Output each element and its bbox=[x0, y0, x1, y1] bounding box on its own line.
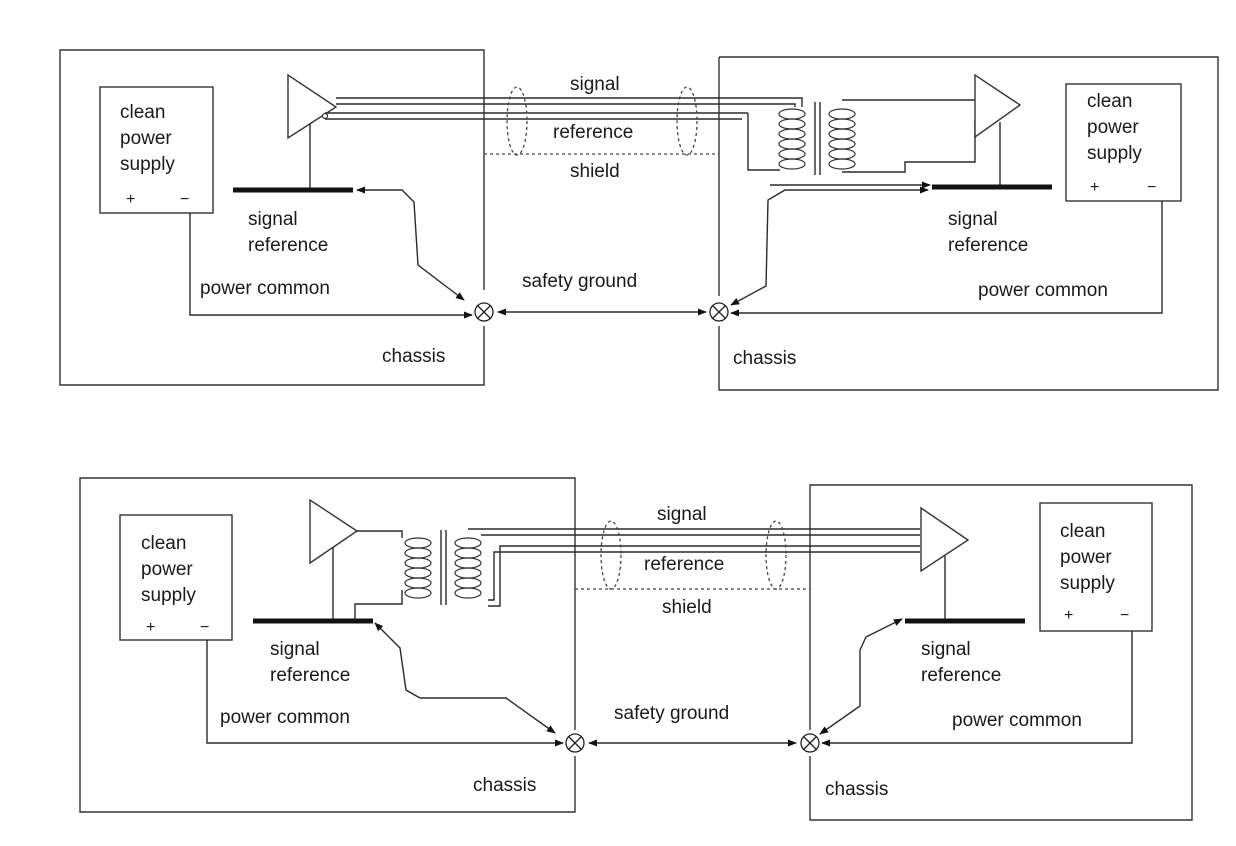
top-diagram: clean power supply + − clean power suppl… bbox=[59, 49, 1219, 391]
reference-wire-top bbox=[488, 545, 920, 607]
left-amplifier bbox=[287, 73, 338, 140]
safety-ground-label: safety ground bbox=[522, 271, 637, 292]
right-chassis-label: chassis bbox=[733, 348, 796, 369]
right-supply-plus: + bbox=[1090, 179, 1099, 196]
left-chassis-label: chassis bbox=[382, 346, 445, 367]
left-supply-minus: − bbox=[180, 191, 189, 208]
right-amplifier bbox=[974, 73, 1022, 139]
signal-label: signal bbox=[570, 74, 620, 95]
right-chassis-ground-symbol bbox=[800, 733, 820, 753]
left-supply-title-3: supply bbox=[141, 585, 196, 606]
transformer-secondary-bottom-lead bbox=[842, 120, 976, 173]
right-reference-to-chassis-arrow bbox=[730, 186, 929, 306]
shield-label: shield bbox=[662, 597, 712, 618]
shield-ellipse-left bbox=[506, 86, 528, 156]
left-chassis-enclosure bbox=[79, 477, 576, 813]
left-chassis-enclosure bbox=[59, 49, 485, 386]
right-amplifier bbox=[920, 506, 970, 573]
right-supply-plus: + bbox=[1064, 607, 1073, 624]
left-supply-plus: + bbox=[146, 619, 155, 636]
shield-ellipse-right bbox=[676, 86, 698, 156]
reference-label: reference bbox=[553, 122, 633, 143]
shield-ellipse-left bbox=[600, 520, 622, 590]
reference-wire-bottom bbox=[488, 551, 920, 601]
left-transformer-secondary bbox=[454, 537, 482, 599]
right-chassis-enclosure bbox=[718, 56, 1219, 391]
shield-label: shield bbox=[570, 161, 620, 182]
left-power-common-arrow bbox=[189, 213, 473, 319]
left-supply-title-2: power bbox=[120, 128, 172, 149]
left-power-common-label: power common bbox=[200, 278, 330, 299]
right-signal-reference-label-2: reference bbox=[948, 235, 1028, 256]
reference-label: reference bbox=[644, 554, 724, 575]
right-signal-reference-label-1: signal bbox=[921, 639, 971, 660]
right-transformer-secondary bbox=[828, 108, 856, 170]
signal-wire-top bbox=[336, 97, 803, 107]
left-power-supply-box bbox=[99, 86, 214, 214]
right-power-common-label: power common bbox=[978, 280, 1108, 301]
left-chassis-ground-symbol bbox=[565, 733, 585, 753]
left-supply-title-1: clean bbox=[120, 102, 165, 123]
left-supply-title-1: clean bbox=[141, 533, 186, 554]
shield-ellipse-right bbox=[765, 520, 787, 590]
left-reference-to-chassis-arrow bbox=[374, 622, 556, 734]
right-reference-to-chassis-arrow bbox=[819, 618, 903, 735]
right-supply-title-3: supply bbox=[1060, 573, 1115, 594]
left-chassis-label: chassis bbox=[473, 775, 536, 796]
left-signal-reference-label-2: reference bbox=[270, 665, 350, 686]
signal-wire-bottom bbox=[336, 103, 796, 107]
right-power-common-arrow bbox=[730, 201, 1163, 317]
left-signal-reference-label-2: reference bbox=[248, 235, 328, 256]
right-chassis-label: chassis bbox=[825, 779, 888, 800]
left-power-supply-box bbox=[119, 514, 233, 641]
right-power-supply-box bbox=[1065, 83, 1182, 202]
left-amp-to-transformer bbox=[357, 530, 403, 538]
right-transformer-primary bbox=[778, 108, 806, 170]
ref-wire-to-transformer bbox=[747, 113, 780, 171]
right-supply-minus: − bbox=[1120, 607, 1129, 624]
right-power-common-arrow bbox=[821, 631, 1133, 747]
right-power-supply-box bbox=[1039, 502, 1153, 632]
left-reference-to-transformer bbox=[354, 590, 403, 621]
right-signal-reference-label-2: reference bbox=[921, 665, 1001, 686]
left-signal-reference-label-1: signal bbox=[248, 209, 298, 230]
right-signal-reference-label-1: signal bbox=[948, 209, 998, 230]
right-supply-title-2: power bbox=[1087, 117, 1139, 138]
right-supply-title-2: power bbox=[1060, 547, 1112, 568]
signal-label: signal bbox=[657, 504, 707, 525]
left-supply-title-2: power bbox=[141, 559, 193, 580]
left-supply-title-3: supply bbox=[120, 154, 175, 175]
left-signal-reference-label-1: signal bbox=[270, 639, 320, 660]
left-supply-minus: − bbox=[200, 619, 209, 636]
left-power-common-arrow bbox=[206, 640, 564, 747]
left-power-common-label: power common bbox=[220, 707, 350, 728]
left-reference-to-chassis-arrow bbox=[356, 186, 465, 301]
left-output-node bbox=[321, 112, 329, 120]
right-supply-title-1: clean bbox=[1060, 521, 1105, 542]
safety-ground-label: safety ground bbox=[614, 703, 729, 724]
left-supply-plus: + bbox=[126, 191, 135, 208]
right-chassis-enclosure bbox=[809, 484, 1193, 821]
right-chassis-ground-symbol bbox=[709, 302, 729, 322]
right-power-common-label: power common bbox=[952, 710, 1082, 731]
left-chassis-ground-symbol bbox=[474, 302, 494, 322]
bottom-diagram: clean power supply + − clean power suppl… bbox=[79, 477, 1193, 821]
right-supply-title-1: clean bbox=[1087, 91, 1132, 112]
right-supply-minus: − bbox=[1147, 179, 1156, 196]
right-supply-title-3: supply bbox=[1087, 143, 1142, 164]
left-transformer-primary bbox=[404, 537, 432, 599]
